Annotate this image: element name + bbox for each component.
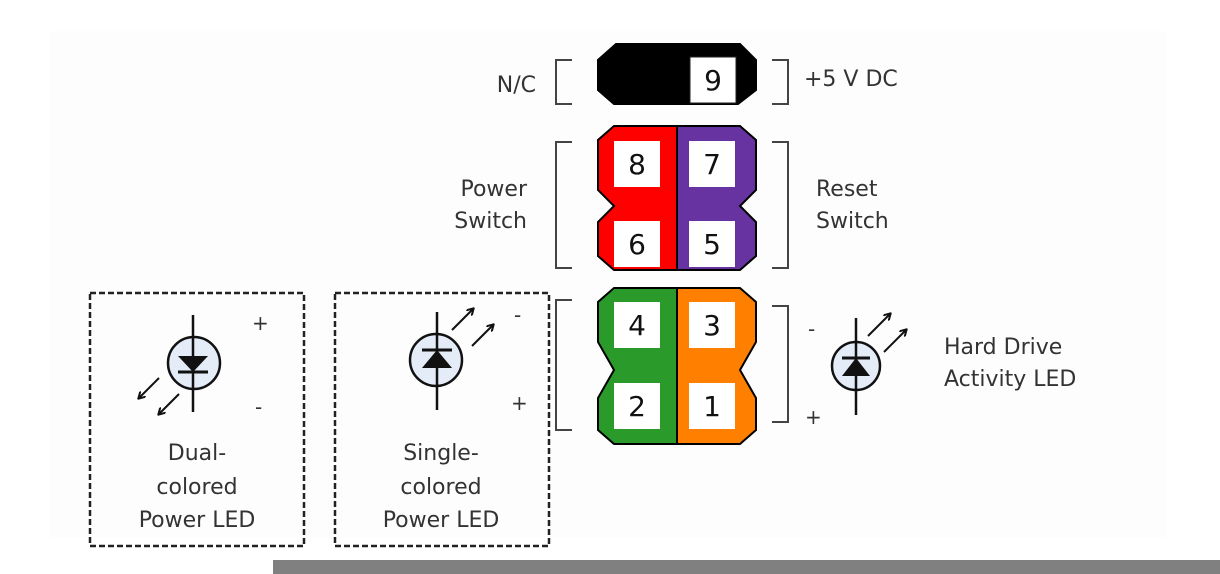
hdd-led-label-1: Hard Drive — [944, 335, 1062, 360]
hdd-minus-sign: - — [808, 317, 815, 341]
power-switch-label-2: Switch — [454, 209, 527, 234]
hdd-plus-sign: + — [805, 405, 822, 429]
pin-2-label: 2 — [628, 390, 646, 423]
pin-6-label: 6 — [628, 228, 646, 261]
pin-7: 7 — [689, 141, 735, 187]
bracket-5v — [772, 59, 789, 105]
single-plus-sign: + — [511, 391, 528, 415]
bracket-hdd-led — [772, 305, 789, 423]
reset-switch-label-1: Reset — [816, 177, 878, 202]
dual-label-3: Power LED — [139, 508, 256, 533]
power-switch-label-1: Power — [460, 177, 527, 202]
pin-9: 9 — [689, 56, 737, 104]
legend-single-colored: - + Single- colored Power LED — [333, 291, 551, 548]
pin-2: 2 — [614, 383, 660, 429]
hdd-led-symbol: - + — [805, 314, 906, 429]
dual-plus-sign: + — [252, 311, 269, 335]
light-arrow-icon — [451, 309, 473, 331]
bracket-nc — [555, 59, 572, 105]
pin-6: 6 — [614, 221, 660, 267]
light-arrow-icon — [159, 393, 180, 414]
light-arrow-icon — [139, 377, 160, 398]
single-label-1: Single- — [403, 441, 479, 466]
vdc-label: +5 V DC — [804, 67, 898, 92]
dual-minus-sign: - — [255, 395, 262, 419]
light-arrow-icon — [867, 314, 890, 337]
pin-8: 8 — [614, 141, 660, 187]
pin-5: 5 — [689, 221, 735, 267]
pin-8-label: 8 — [628, 148, 646, 181]
bracket-power-switch — [555, 141, 572, 269]
single-label-2: colored — [400, 475, 481, 500]
legend-dual-colored: + - Dual- colored Power LED — [88, 291, 306, 548]
dual-label-2: colored — [156, 475, 237, 500]
reset-switch-label-2: Switch — [816, 209, 889, 234]
bottom-scroll-bar[interactable] — [273, 560, 1220, 574]
single-label-3: Power LED — [383, 508, 500, 533]
light-arrow-icon — [471, 325, 493, 347]
pin-9-label: 9 — [704, 64, 722, 97]
hdd-led-label-2: Activity LED — [944, 367, 1076, 392]
nc-label: N/C — [497, 73, 536, 98]
pin-1: 1 — [689, 383, 735, 429]
bracket-power-led — [555, 299, 572, 431]
single-minus-sign: - — [514, 303, 521, 327]
light-arrow-icon — [883, 330, 906, 353]
pin-4-label: 4 — [628, 309, 646, 342]
pin-4: 4 — [614, 302, 660, 348]
pin-5-label: 5 — [703, 228, 721, 261]
diagram-panel — [50, 31, 1166, 538]
bracket-reset-switch — [772, 141, 789, 269]
pin-1-label: 1 — [703, 390, 721, 423]
pin-7-label: 7 — [703, 148, 721, 181]
pin-3-label: 3 — [703, 309, 721, 342]
dual-label-1: Dual- — [168, 441, 226, 466]
pin-3: 3 — [689, 302, 735, 348]
